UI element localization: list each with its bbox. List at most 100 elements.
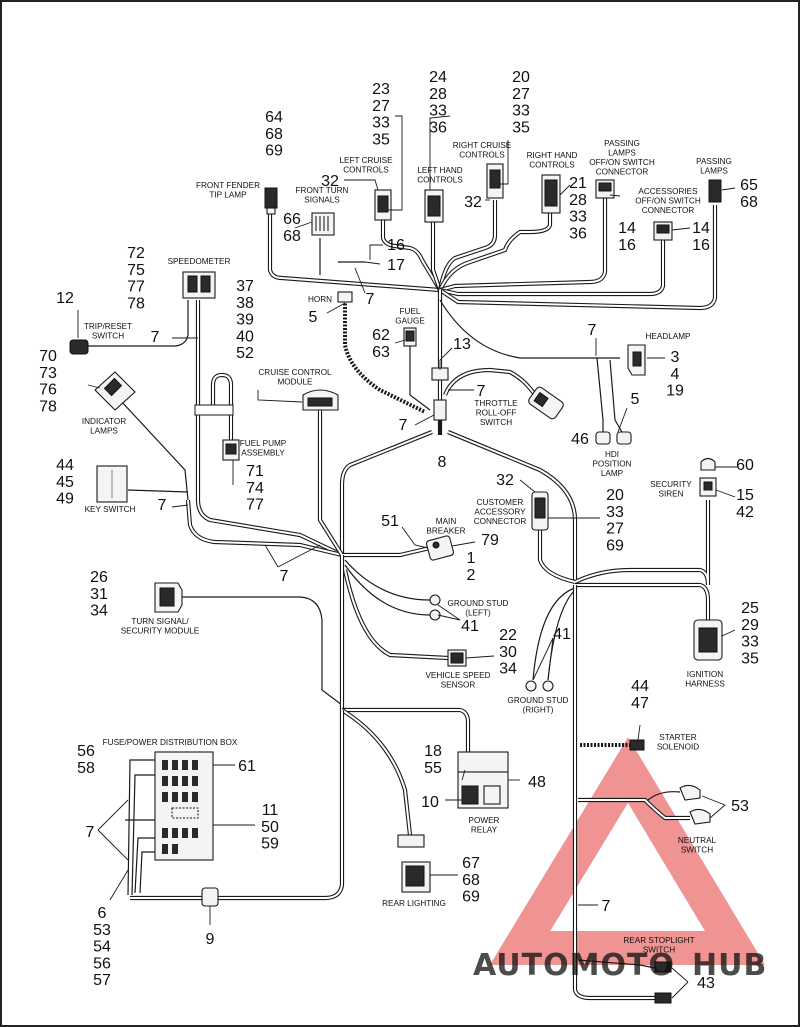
fuel-pump-clip — [194, 404, 234, 416]
callout-41-b: 41 — [553, 626, 571, 643]
front-fender-tip-lamp-connector[interactable] — [264, 187, 278, 215]
fuel-pump-assembly-connector[interactable] — [222, 439, 240, 461]
fuse-power-distribution-box[interactable] — [154, 751, 214, 861]
callout-32-c: 32 — [496, 472, 514, 489]
callout-7-a: 7 — [151, 329, 160, 346]
left-cruise-controls-connector[interactable] — [374, 189, 392, 221]
connector-9[interactable] — [201, 887, 219, 907]
callout-43: 43 — [697, 975, 715, 992]
callout-9: 9 — [206, 931, 215, 948]
callout-17: 17 — [387, 257, 405, 274]
label-speedometer: SPEEDOMETER — [168, 257, 231, 266]
power-relay[interactable] — [457, 751, 509, 809]
callout-79: 79 — [481, 532, 499, 549]
watermark-text-hub: HUB — [692, 948, 767, 983]
horn-connector[interactable] — [337, 291, 353, 303]
wire-horn — [343, 300, 426, 414]
cruise-control-module[interactable] — [302, 389, 339, 411]
headlamp-connector[interactable] — [627, 344, 646, 376]
throttle-roll-off-switch[interactable] — [527, 386, 565, 421]
wire-fuse-a — [127, 759, 155, 896]
front-turn-signals-connector[interactable] — [311, 212, 335, 236]
security-siren[interactable] — [699, 457, 717, 497]
trip-reset-switch[interactable] — [69, 339, 89, 355]
customer-accessory-connector[interactable] — [531, 491, 549, 531]
wire-fuse-b — [131, 774, 155, 896]
wire-ground-left-1 — [344, 559, 431, 601]
ground-stud-right[interactable] — [525, 680, 554, 692]
wire-ground-left-2 — [344, 564, 431, 616]
callout-7-h: 7 — [86, 824, 95, 841]
wire-stoplight — [577, 959, 656, 969]
neutral-switch-connectors[interactable] — [679, 784, 711, 825]
ignition-harness-connector[interactable] — [693, 619, 723, 661]
wire-fuel-gauge — [409, 345, 431, 411]
turn-signal-security-module[interactable] — [154, 582, 183, 613]
callout-10: 10 — [421, 794, 439, 811]
label-horn: HORN — [308, 295, 332, 304]
wire-headlamp — [439, 299, 620, 359]
vehicle-speed-sensor[interactable] — [447, 649, 467, 667]
fuel-gauge-connector[interactable] — [403, 327, 417, 347]
left-hand-controls-connector[interactable] — [424, 189, 444, 223]
right-cruise-controls-connector[interactable] — [486, 163, 504, 199]
speedometer-connector[interactable] — [182, 271, 216, 299]
wire-fuse-d — [139, 851, 155, 894]
wire-neutral-2 — [647, 791, 681, 801]
callout-16: 16 — [387, 237, 405, 254]
callout-51: 51 — [381, 513, 399, 530]
passing-lamps-connector[interactable] — [708, 179, 722, 203]
indicator-lamps[interactable] — [94, 371, 136, 411]
key-switch[interactable] — [96, 465, 128, 503]
callout-60: 60 — [736, 457, 754, 474]
accessories-switch-connector[interactable] — [653, 221, 673, 241]
hdi-position-lamp[interactable] — [595, 431, 632, 445]
leader-lines — [77, 115, 738, 999]
main-harness — [88, 198, 718, 1001]
passing-lamps-switch-connector[interactable] — [595, 179, 615, 199]
callout-13: 13 — [453, 336, 471, 353]
starter-solenoid-connector[interactable] — [629, 739, 645, 751]
callout-8: 8 — [438, 454, 447, 471]
ground-stud-left[interactable] — [429, 594, 441, 621]
label-ground-stud-right: GROUND STUD(RIGHT) — [508, 696, 569, 714]
main-breaker[interactable] — [425, 535, 455, 561]
rear-lighting-connector[interactable] — [397, 834, 431, 893]
callout-7-e: 7 — [399, 417, 408, 434]
callout-7-d: 7 — [588, 322, 597, 339]
callout-48: 48 — [528, 774, 546, 791]
rear-stoplight-switch[interactable] — [654, 961, 672, 1004]
label-key-switch: KEY SWITCH — [85, 505, 136, 514]
callout-7-b: 7 — [366, 291, 375, 308]
right-hand-controls-connector[interactable] — [541, 174, 561, 214]
callout-7-i: 7 — [602, 898, 611, 915]
